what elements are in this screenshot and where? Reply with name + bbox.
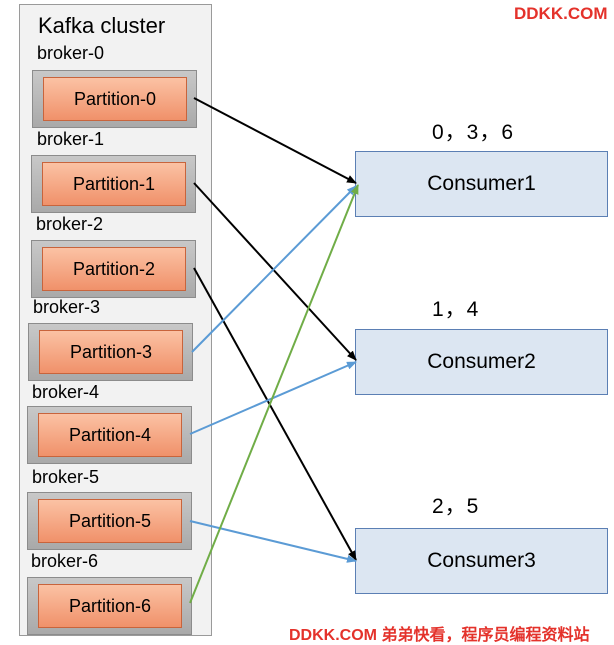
broker-label-3: broker-3 (33, 297, 101, 317)
arrow-partition-3-to-consumer1 (191, 185, 357, 353)
arrow-partition-1-to-consumer2 (193, 182, 357, 361)
broker-label-6: broker-6 (31, 551, 99, 571)
consumer1-assignment: 0，3，6 (432, 121, 515, 144)
consumer-1: Consumer1 (355, 151, 608, 217)
broker-label-5: broker-5 (32, 467, 100, 487)
consumer-3: Consumer3 (355, 528, 608, 594)
partition-0: Partition-0 (43, 77, 187, 121)
partition-5: Partition-5 (38, 499, 182, 543)
consumer2-assignment: 1，4 (432, 298, 480, 321)
brand-watermark-bottom: DDKK.COM 弟弟快看，程序员编程资料站 (289, 627, 590, 644)
broker-box-6: Partition-6 (27, 577, 192, 635)
broker-label-0: broker-0 (37, 43, 105, 63)
arrow-partition-0-to-consumer1 (193, 97, 357, 184)
partition-4: Partition-4 (38, 413, 182, 457)
consumer-2: Consumer2 (355, 329, 608, 395)
arrow-partition-6-to-consumer1 (189, 184, 359, 604)
arrow-partition-5-to-consumer3 (189, 520, 357, 563)
broker-box-2: Partition-2 (31, 240, 196, 298)
broker-label-4: broker-4 (32, 382, 100, 402)
broker-label-1: broker-1 (37, 129, 105, 149)
arrow-partition-2-to-consumer3 (193, 267, 357, 561)
partition-3: Partition-3 (39, 330, 183, 374)
broker-box-3: Partition-3 (28, 323, 193, 381)
broker-box-0: Partition-0 (32, 70, 197, 128)
cluster-title: Kafka cluster (38, 13, 166, 38)
broker-box-1: Partition-1 (31, 155, 196, 213)
broker-box-5: Partition-5 (27, 492, 192, 550)
partition-2: Partition-2 (42, 247, 186, 291)
partition-6: Partition-6 (38, 584, 182, 628)
broker-label-2: broker-2 (36, 214, 104, 234)
brand-watermark-top: DDKK.COM (514, 4, 608, 23)
consumer3-assignment: 2，5 (432, 495, 480, 518)
broker-box-4: Partition-4 (27, 406, 192, 464)
partition-1: Partition-1 (42, 162, 186, 206)
